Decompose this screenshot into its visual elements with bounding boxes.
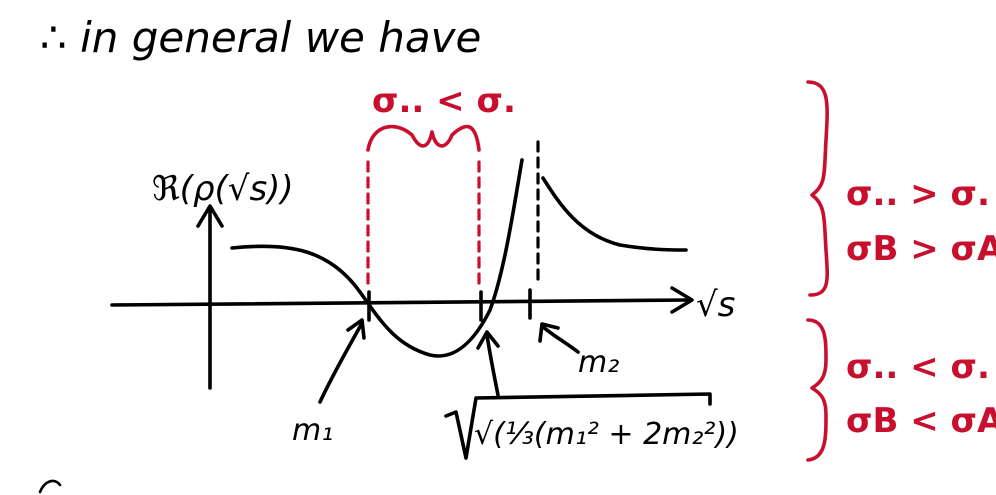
radical-sign — [444, 392, 712, 460]
response-curve — [230, 158, 524, 358]
red-brace-upper — [806, 80, 829, 297]
y-axis-label: ℜ(ρ(√s)) — [152, 169, 294, 209]
top-bracket-label: σ.. < σ. — [372, 81, 516, 121]
response-curve-right — [541, 176, 688, 252]
midpoint-arrow — [485, 333, 500, 397]
m2-arrowhead — [538, 322, 560, 343]
y-axis-arrowhead — [196, 204, 224, 228]
m1-arrowhead — [346, 318, 366, 340]
condition-lower-line-2: σB < σA — [846, 401, 996, 441]
stray-pen-mark — [38, 479, 62, 494]
x-axis-arrowhead — [670, 286, 694, 314]
x-axis-label: √s — [696, 285, 735, 325]
condition-upper-line-2: σB > σA — [846, 229, 996, 269]
heading-text: ∴ in general we have — [40, 13, 481, 62]
m2-arrow — [540, 324, 580, 354]
red-brace-lower — [806, 318, 828, 462]
m2-label: m₂ — [578, 345, 619, 380]
condition-upper-line-1: σ.. > σ. — [846, 174, 990, 214]
red-top-brace — [366, 124, 481, 152]
x-axis — [110, 298, 692, 307]
condition-lower-line-1: σ.. < σ. — [846, 347, 990, 387]
midpoint-label: √(⅓(m₁² + 2m₂²)) — [474, 417, 739, 452]
m1-label: m₁ — [292, 413, 333, 448]
m1-arrow — [318, 321, 364, 404]
midpoint-arrowhead — [476, 330, 500, 350]
